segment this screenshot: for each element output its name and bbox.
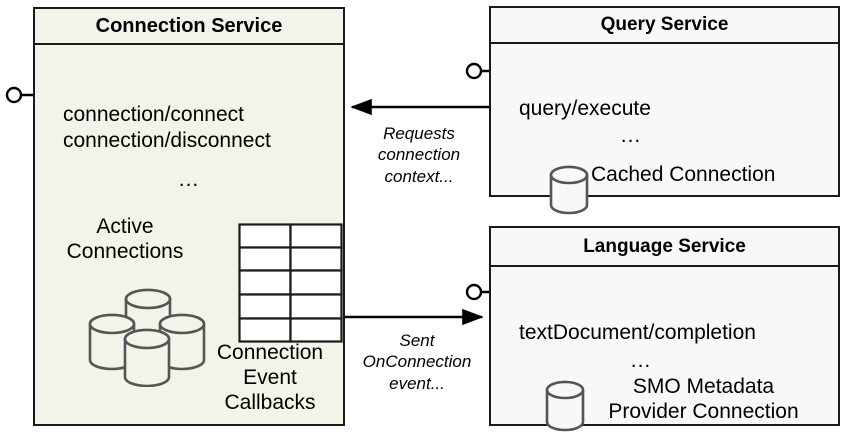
database-cluster-icon: [81, 281, 211, 388]
query-service-ellipsis: ...: [620, 124, 642, 147]
query-service-title: Query Service: [491, 8, 838, 44]
query-service-api-list: query/execute: [519, 97, 651, 120]
connection-service-ellipsis: ...: [178, 168, 200, 191]
edge-label-sent-onconnection-event: Sent OnConnection event...: [362, 331, 472, 393]
database-cylinder-icon: [547, 164, 591, 216]
cached-connection-label: Cached Connection: [591, 163, 776, 186]
table-grid-icon: [238, 223, 344, 344]
language-service-ellipsis: ...: [630, 349, 652, 372]
connection-service-api-list: connection/connect connection/disconnect: [63, 103, 271, 152]
edge-label-requests-connection-context: Requests connection context...: [377, 124, 461, 186]
component-language-service[interactable]: Language Service textDocument/completion…: [489, 226, 840, 432]
connection-service-title: Connection Service: [35, 9, 343, 45]
smo-metadata-provider-label: SMO Metadata Provider Connection: [608, 375, 799, 423]
connection-event-callbacks-label: Connection Event Callbacks: [216, 341, 324, 414]
database-cylinder-icon: [543, 379, 587, 433]
active-connections-label: Active Connections: [66, 215, 184, 263]
component-query-service[interactable]: Query Service query/execute ... Cached C…: [489, 6, 840, 215]
language-service-title: Language Service: [491, 228, 838, 267]
language-service-api-list: textDocument/completion: [519, 321, 756, 344]
component-connection-service[interactable]: Connection Service connection/connect co…: [33, 7, 345, 426]
